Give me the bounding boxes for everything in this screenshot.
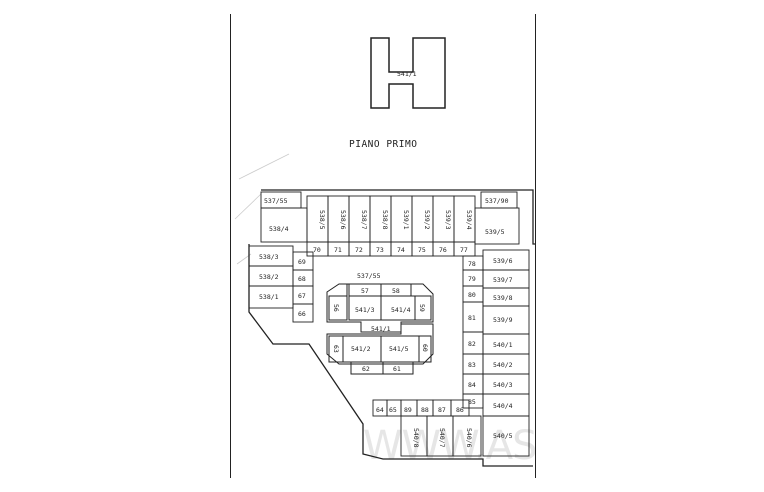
floor-plan-sheet: WWW.AS 541/1 PIANO PRIMO	[230, 14, 538, 478]
unit-number: 89	[404, 406, 412, 414]
unit-number: 56	[332, 304, 340, 312]
unit-label: 538/6	[339, 210, 347, 230]
unit-label: 538/4	[269, 225, 289, 233]
unit-number: 64	[376, 406, 384, 414]
unit-label: 541/3	[355, 306, 375, 314]
unit-label: 537/55	[264, 197, 288, 205]
central-island	[326, 283, 434, 375]
unit-label: 539/4	[465, 210, 473, 230]
unit-label: 538/2	[259, 273, 279, 281]
unit-number: 86	[456, 406, 464, 414]
unit-label: 539/2	[423, 210, 431, 230]
unit-number: 77	[460, 246, 468, 254]
unit-number: 84	[468, 381, 476, 389]
watermark: WWW.AS	[363, 423, 535, 469]
building-outline	[248, 189, 535, 467]
unit-number: 66	[298, 310, 306, 318]
unit-number: 67	[298, 292, 306, 300]
unit-label: 541/4	[391, 306, 411, 314]
unit-label: 539/3	[444, 210, 452, 230]
unit-label: 539/8	[493, 294, 513, 302]
unit-label: 540/7	[438, 428, 446, 448]
unit-label: 539/6	[493, 257, 513, 265]
unit-number: 68	[298, 275, 306, 283]
floor-plan-drawing: WWW.AS 541/1 PIANO PRIMO	[234, 37, 538, 469]
unit-label: 540/2	[493, 361, 513, 369]
unit-number: 72	[355, 246, 363, 254]
unit-number: 63	[332, 345, 340, 353]
stair-block	[370, 37, 446, 109]
unit-label: 539/5	[485, 228, 505, 236]
unit-number: 60	[421, 344, 429, 352]
bottom-shop-row	[372, 399, 482, 457]
unit-number: 69	[298, 258, 306, 266]
unit-number: 57	[361, 287, 369, 295]
left-shop-column	[248, 245, 314, 323]
stair-label: 541/1	[397, 70, 417, 78]
unit-label: 539/1	[402, 210, 410, 230]
sketch-lines	[234, 153, 290, 265]
unit-number: 83	[468, 361, 476, 369]
unit-label: 541/2	[351, 345, 371, 353]
unit-number: 70	[313, 246, 321, 254]
unit-label: 540/6	[465, 428, 473, 448]
unit-label: 537/55	[357, 272, 381, 280]
unit-label: 538/7	[360, 210, 368, 230]
unit-label: 540/1	[493, 341, 513, 349]
unit-label: 538/5	[318, 210, 326, 230]
unit-number: 87	[438, 406, 446, 414]
unit-label: 537/90	[485, 197, 509, 205]
page-title: PIANO PRIMO	[349, 139, 417, 150]
unit-label: 540/5	[493, 432, 513, 440]
unit-number: 78	[468, 260, 476, 268]
unit-number: 59	[418, 304, 426, 312]
unit-number: 76	[439, 246, 447, 254]
unit-number: 88	[421, 406, 429, 414]
top-shop-row	[260, 191, 520, 257]
unit-number: 82	[468, 340, 476, 348]
unit-number: 71	[334, 246, 342, 254]
unit-label: 539/7	[493, 276, 513, 284]
unit-number: 85	[468, 398, 476, 406]
unit-label: 540/8	[412, 428, 420, 448]
unit-label: 541/1	[371, 325, 391, 333]
right-shop-column	[462, 249, 530, 457]
unit-number: 58	[392, 287, 400, 295]
unit-label: 541/5	[389, 345, 409, 353]
unit-label: 538/8	[381, 210, 389, 230]
unit-label: 538/1	[259, 293, 279, 301]
unit-number: 79	[468, 275, 476, 283]
unit-number: 61	[393, 365, 401, 373]
unit-label: 540/3	[493, 381, 513, 389]
unit-number: 62	[362, 365, 370, 373]
unit-number: 73	[376, 246, 384, 254]
unit-number: 75	[418, 246, 426, 254]
unit-number: 80	[468, 291, 476, 299]
unit-number: 74	[397, 246, 405, 254]
unit-label: 539/9	[493, 316, 513, 324]
unit-number: 65	[389, 406, 397, 414]
unit-label: 538/3	[259, 253, 279, 261]
unit-label: 540/4	[493, 402, 513, 410]
unit-number: 81	[468, 314, 476, 322]
